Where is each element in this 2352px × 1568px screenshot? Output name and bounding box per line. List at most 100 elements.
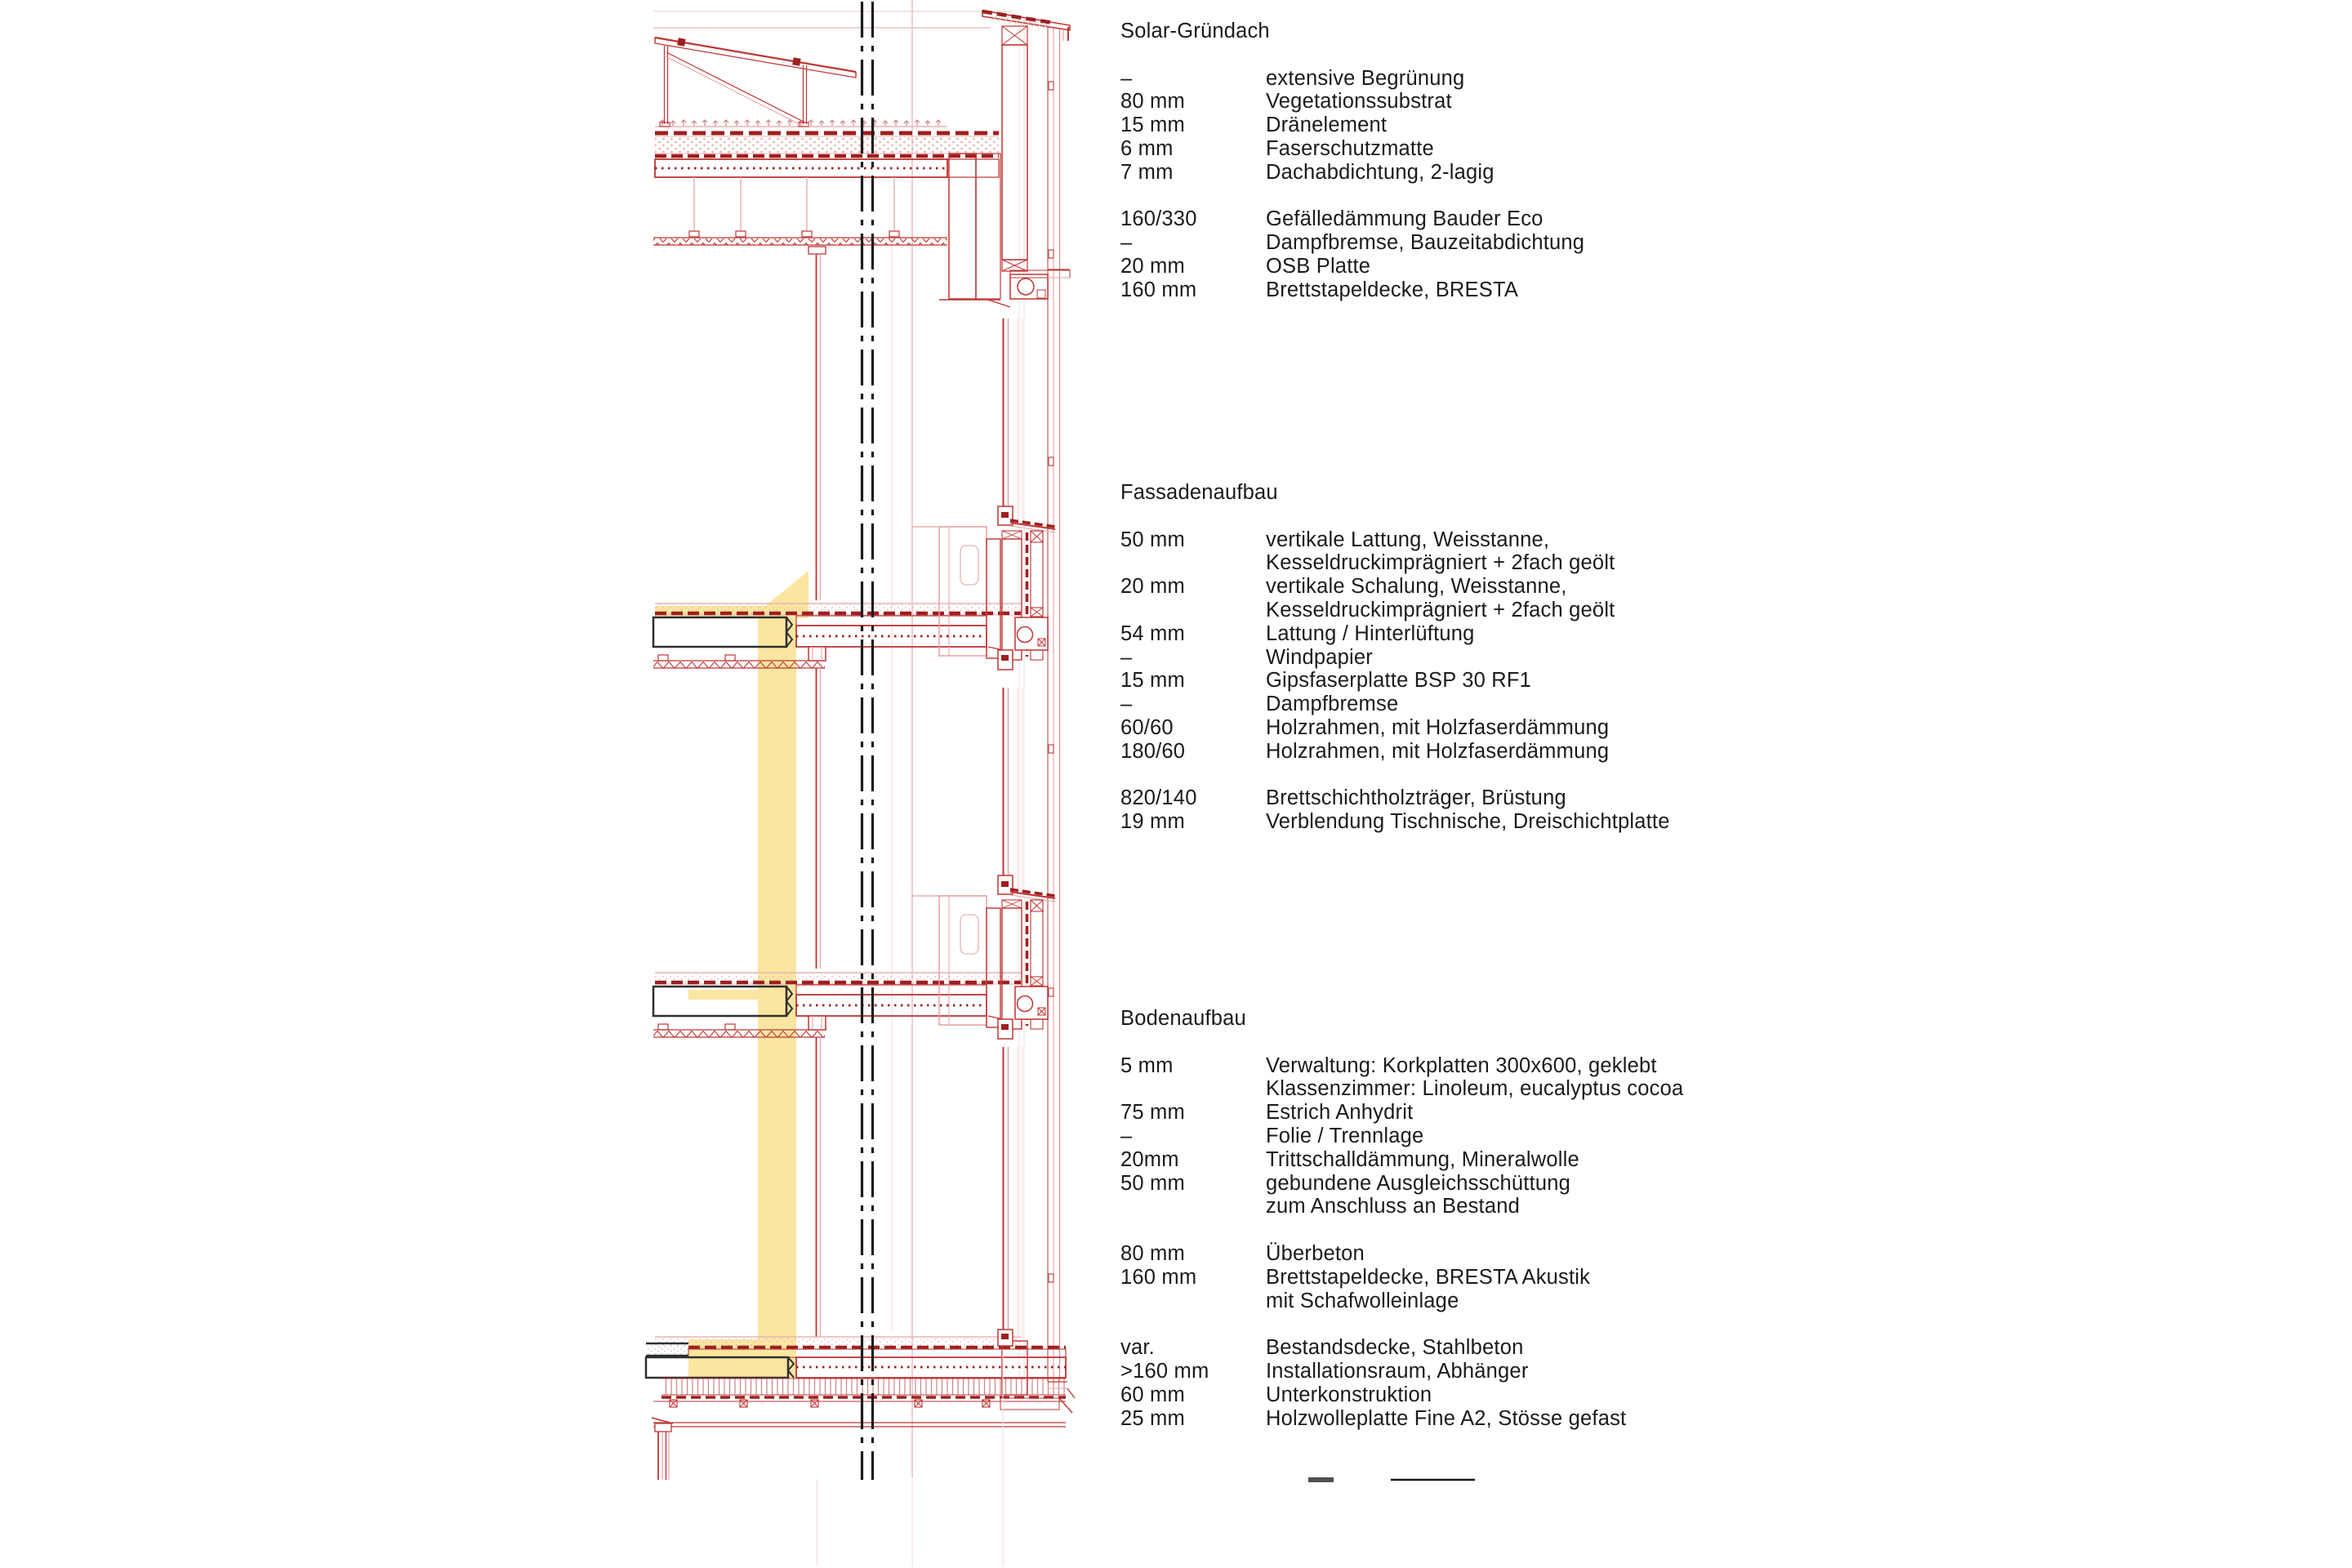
layer-thickness: 80 mm	[1120, 90, 1185, 114]
layer-thickness: 160/330	[1120, 207, 1197, 231]
layer-description: Brettstapeldecke, BRESTA	[1266, 278, 1519, 301]
layer-thickness: 50 mm	[1120, 1171, 1185, 1195]
layer-description: Dränelement	[1266, 114, 1388, 137]
roller-blind-housing	[1017, 278, 1035, 296]
spec-row: –Dampfbremse	[1120, 693, 1774, 716]
layer-thickness: 820/140	[1120, 786, 1197, 810]
layer-thickness: 75 mm	[1120, 1101, 1185, 1125]
spec-row: Kesseldruckimprägniert + 2fach geölt	[1120, 599, 1774, 622]
layer-thickness: >160 mm	[1120, 1359, 1209, 1383]
layer-description: Kesseldruckimprägniert + 2fach geölt	[1266, 598, 1615, 621]
layer-thickness: 25 mm	[1120, 1406, 1185, 1430]
spec-row: –Windpapier	[1120, 646, 1774, 670]
layer-description: OSB Platte	[1266, 254, 1371, 278]
panel-clamp	[792, 57, 801, 66]
layer-description: Überbeton	[1266, 1241, 1365, 1265]
panel-post	[802, 65, 808, 124]
roller-blind-housing	[1016, 626, 1034, 644]
layer-description: Folie / Trennlage	[1266, 1124, 1424, 1147]
layer-description: zum Anschluss an Bestand	[1266, 1195, 1520, 1218]
layer-description: extensive Begrünung	[1266, 66, 1465, 90]
section-title: Solar-Gründach	[1120, 20, 1270, 42]
ceiling-hangers	[693, 177, 895, 231]
layer-description: Holzwolleplatte Fine A2, Stösse gefast	[1266, 1406, 1627, 1430]
layer-thickness: –	[1120, 66, 1133, 90]
spec-row: –Folie / Trennlage	[1120, 1125, 1774, 1148]
spec-row: –Dampfbremse, Bauzeitabdichtung	[1120, 231, 1774, 255]
ground-floor-detail	[644, 1047, 1076, 1566]
layer-thickness: 6 mm	[1120, 136, 1174, 160]
layer-thickness: 80 mm	[1120, 1241, 1185, 1265]
layer-description: mit Schafwolleinlage	[1266, 1289, 1459, 1312]
layer-thickness	[1120, 1195, 1266, 1218]
installation-space-hatch	[662, 1379, 1066, 1395]
panel-brace	[666, 51, 806, 123]
wood-wool-ceiling	[653, 1422, 1066, 1428]
layer-description: Lattung / Hinterlüftung	[1266, 621, 1475, 645]
layer-description: Estrich Anhydrit	[1266, 1101, 1414, 1125]
spec-row: 80 mm Überbeton	[1120, 1242, 1774, 1266]
layer-description: Brettstapeldecke, BRESTA Akustik	[1266, 1265, 1591, 1289]
spec-row: 19 mm Verblendung Tischnische, Dreischich…	[1120, 810, 1774, 834]
floor-detail-upper	[652, 318, 1056, 969]
spec-row: 75 mm Estrich Anhydrit	[1120, 1101, 1774, 1125]
spec-row: Kesseldruckimprägniert + 2fach geölt	[1120, 551, 1774, 575]
layer-description: gebundene Ausgleichsschüttung	[1266, 1171, 1571, 1195]
layer-description: Faserschutzmatte	[1266, 136, 1434, 160]
solar-panel	[654, 36, 857, 74]
layer-thickness: 19 mm	[1120, 810, 1185, 834]
layer-description: Dampfbremse	[1266, 693, 1399, 716]
layer-thickness: 60 mm	[1120, 1383, 1185, 1406]
layer-thickness: 5 mm	[1120, 1054, 1174, 1077]
layer-description: Holzrahmen, mit Holzfaserdämmung	[1266, 739, 1610, 763]
spec-row: 160 mm Brettstapeldecke, BRESTA	[1120, 278, 1774, 302]
layer-description: Verblendung Tischnische, Dreischichtplat…	[1266, 810, 1670, 834]
scale-bar-segment	[1308, 1477, 1334, 1482]
layer-description: Verwaltung: Korkplatten 300x600, geklebt	[1266, 1054, 1657, 1077]
layer-thickness: 54 mm	[1120, 621, 1185, 645]
section-axis-lines	[860, 2, 875, 1480]
substructure-fixings	[669, 1399, 991, 1408]
layer-thickness: 15 mm	[1120, 114, 1185, 137]
layer-description: Kesseldruckimprägniert + 2fach geölt	[1266, 551, 1615, 575]
roof-assembly	[653, 118, 1000, 600]
suspended-ceiling-panel	[653, 238, 947, 245]
spec-row: – extensive Begrünung	[1120, 67, 1774, 91]
layer-thickness: 160 mm	[1120, 278, 1197, 301]
panel-post	[663, 46, 669, 124]
scale-bar	[1308, 1477, 1475, 1482]
layer-description: Holzrahmen, mit Holzfaserdämmung	[1266, 715, 1610, 739]
layer-thickness	[1120, 1077, 1266, 1101]
section-title: Bodenaufbau	[1120, 1007, 1246, 1030]
spec-row: var.Bestandsdecke, Stahlbeton	[1120, 1336, 1774, 1360]
base-insulation	[1001, 1340, 1028, 1396]
background-grid	[653, 0, 1061, 1478]
layer-description: Gipsfaserplatte BSP 30 RF1	[1266, 669, 1532, 693]
spec-row: 50 mm gebundene Ausgleichsschüttung	[1120, 1172, 1774, 1196]
layer-thickness: 50 mm	[1120, 528, 1185, 551]
spec-bodenaufbau: Bodenaufbau 5 mm Verwaltung: Korkplatten …	[1120, 1007, 1774, 1430]
spec-row: 25 mm Holzwolleplatte Fine A2, Stösse gef…	[1120, 1407, 1774, 1431]
highlight-wedge	[765, 571, 808, 606]
layer-thickness: –	[1120, 231, 1133, 255]
panel-clamp	[677, 38, 686, 47]
